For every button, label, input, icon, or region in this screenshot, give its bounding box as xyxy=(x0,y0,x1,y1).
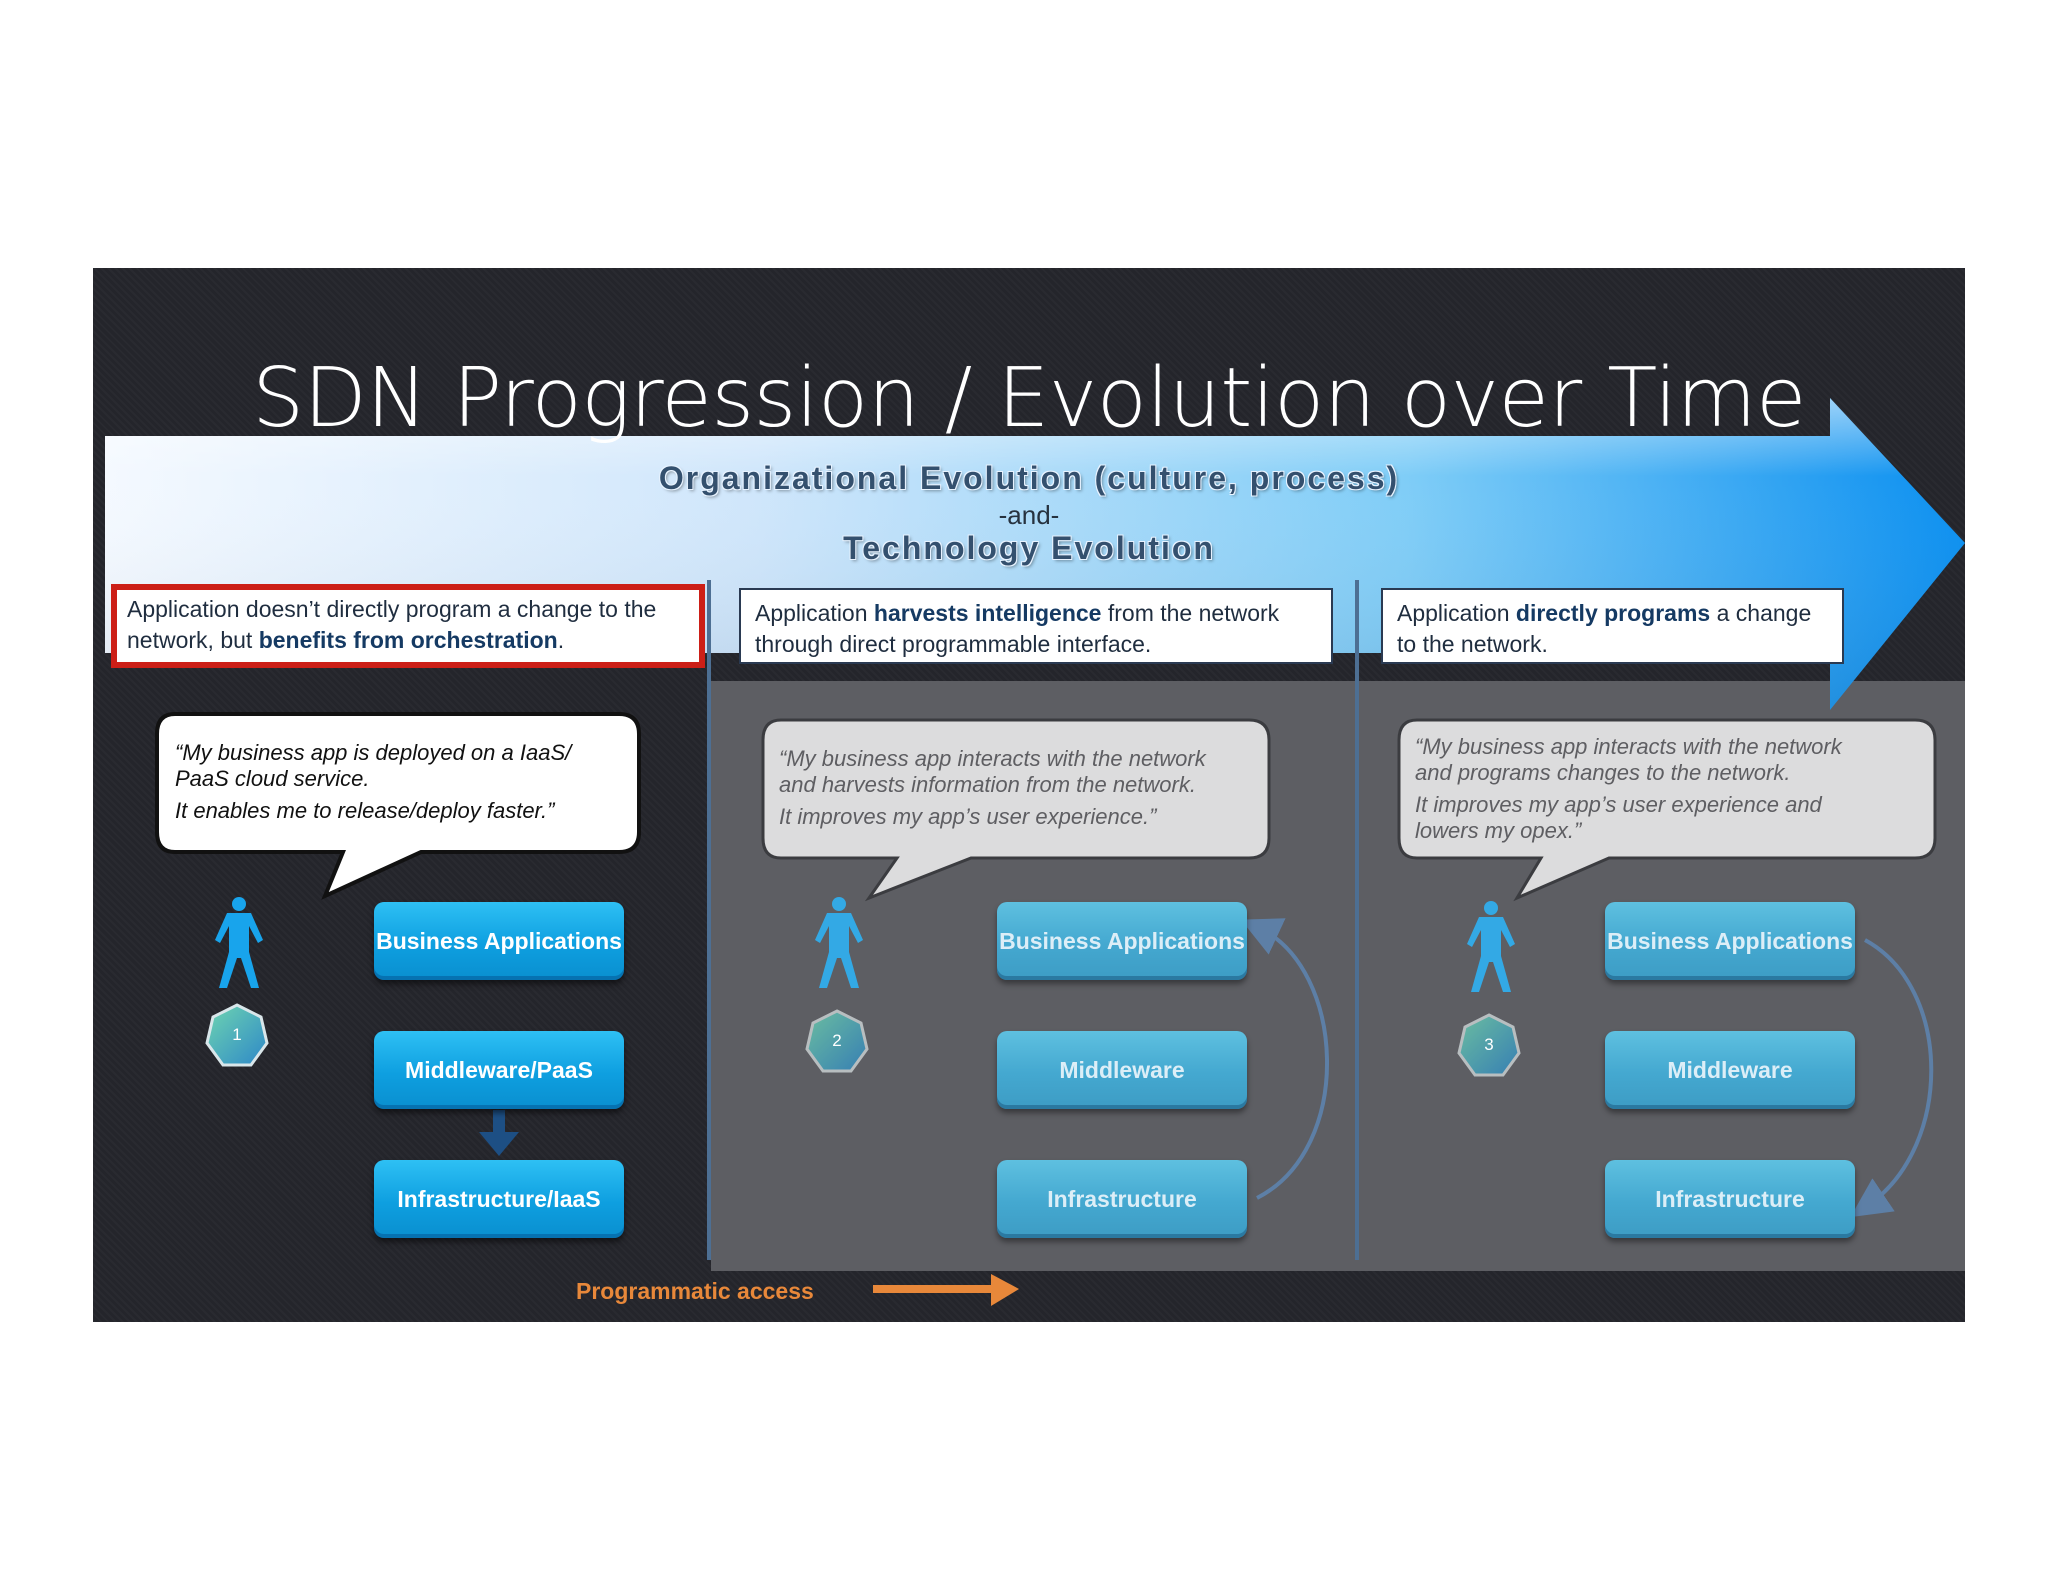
stage-3-badge: 3 xyxy=(1455,1012,1523,1080)
programmatic-access-label: Programmatic access xyxy=(576,1278,814,1304)
stage-1-layer-business-applications: Business Applications xyxy=(374,902,624,980)
stage-divider-2 xyxy=(1355,580,1359,1260)
heptagon-badge-icon xyxy=(205,1003,269,1067)
stage-3-desc-end: a change to the network. xyxy=(1397,600,1812,657)
stage-1-description: Application doesn’t directly program a c… xyxy=(111,584,705,668)
stage-3-description: Application directly programs a change t… xyxy=(1381,588,1844,664)
quote-line: “My business app is deployed on a IaaS/P… xyxy=(175,740,625,792)
stage-1-quote-line-1: “My business app is deployed on a IaaS/ xyxy=(175,740,572,765)
speech-bubble-icon xyxy=(155,712,641,900)
person-icon xyxy=(815,897,863,988)
heptagon-badge-icon xyxy=(805,1009,869,1073)
slide-title: SDN Progression / Evolution over Time xyxy=(252,351,1806,446)
heptagon-badge-icon xyxy=(1457,1013,1521,1077)
stage-3-layer-middleware: Middleware xyxy=(1605,1031,1855,1109)
banner-and: -and- xyxy=(998,500,1060,530)
stage-3-desc-bold: directly programs xyxy=(1515,600,1711,626)
stage-2-number: 2 xyxy=(832,1031,842,1050)
stage-divider-1 xyxy=(707,580,711,1260)
slide: SDN Progression / Evolution over Time Or… xyxy=(93,268,1965,1322)
banner-organizational-evolution: Organizational Evolution (culture, proce… xyxy=(658,460,1400,496)
banner-technology-evolution: Technology Evolution xyxy=(843,530,1215,566)
stage-2-quote-line-2: and harvests information from the networ… xyxy=(779,772,1196,797)
down-arrow-icon xyxy=(479,1110,519,1156)
quote-line: It improves my app’s user experience and… xyxy=(1415,792,1925,844)
stage-2-desc-end: from the network through direct programm… xyxy=(755,600,1280,657)
speech-bubble-icon xyxy=(1397,718,1937,902)
stage-1-quote-line-2: PaaS cloud service. xyxy=(175,766,370,791)
stage-2-layer-business-applications: Business Applications xyxy=(997,902,1247,980)
stage-2-layer-infrastructure: Infrastructure xyxy=(997,1160,1247,1238)
stage-3-layer-business-applications: Business Applications xyxy=(1605,902,1855,980)
stage-3-quote-line-2: and programs changes to the network. xyxy=(1415,760,1791,785)
stage-1-desc-text: Application doesn’t directly program a c… xyxy=(127,596,657,653)
right-arrow-icon xyxy=(873,1274,1019,1306)
stage-2-desc-text: Application xyxy=(755,600,874,626)
stage-3-number: 3 xyxy=(1484,1035,1494,1054)
stage-1-number: 1 xyxy=(232,1025,242,1044)
speech-bubble-icon xyxy=(761,718,1271,902)
stage-1-layer-middleware: Middleware/PaaS xyxy=(374,1031,624,1109)
stage-2-desc-bold: harvests intelligence xyxy=(873,600,1102,626)
stage-3-desc-text: Application xyxy=(1397,600,1516,626)
stage-3-layer-infrastructure: Infrastructure xyxy=(1605,1160,1855,1238)
quote-line: “My business app interacts with the netw… xyxy=(779,746,1259,798)
stage-1-desc-bold: benefits from orchestration xyxy=(258,627,558,653)
stage-2-quote-line-1: “My business app interacts with the netw… xyxy=(779,746,1206,771)
stage-3-quote-line-1: “My business app interacts with the netw… xyxy=(1415,734,1842,759)
stage-2-description: Application harvests intelligence from t… xyxy=(739,588,1333,664)
stage-3-quote-line-3: It improves my app’s user experience and xyxy=(1415,792,1822,817)
person-icon xyxy=(1467,901,1515,992)
stage-3-quote-line-4: lowers my opex.” xyxy=(1415,818,1582,843)
stage-2-badge: 2 xyxy=(803,1008,871,1076)
stage-1-layer-infrastructure: Infrastructure/IaaS xyxy=(374,1160,624,1238)
person-icon xyxy=(215,897,263,988)
quote-line: “My business app interacts with the netw… xyxy=(1415,734,1925,786)
stage-2-quote-line-3: It improves my app’s user experience.” xyxy=(779,804,1157,829)
stage-1-quote-line-3: It enables me to release/deploy faster.” xyxy=(175,798,555,823)
stage-1-badge: 1 xyxy=(203,1002,271,1070)
stage-2-layer-middleware: Middleware xyxy=(997,1031,1247,1109)
stage-1-desc-end: . xyxy=(557,627,565,653)
